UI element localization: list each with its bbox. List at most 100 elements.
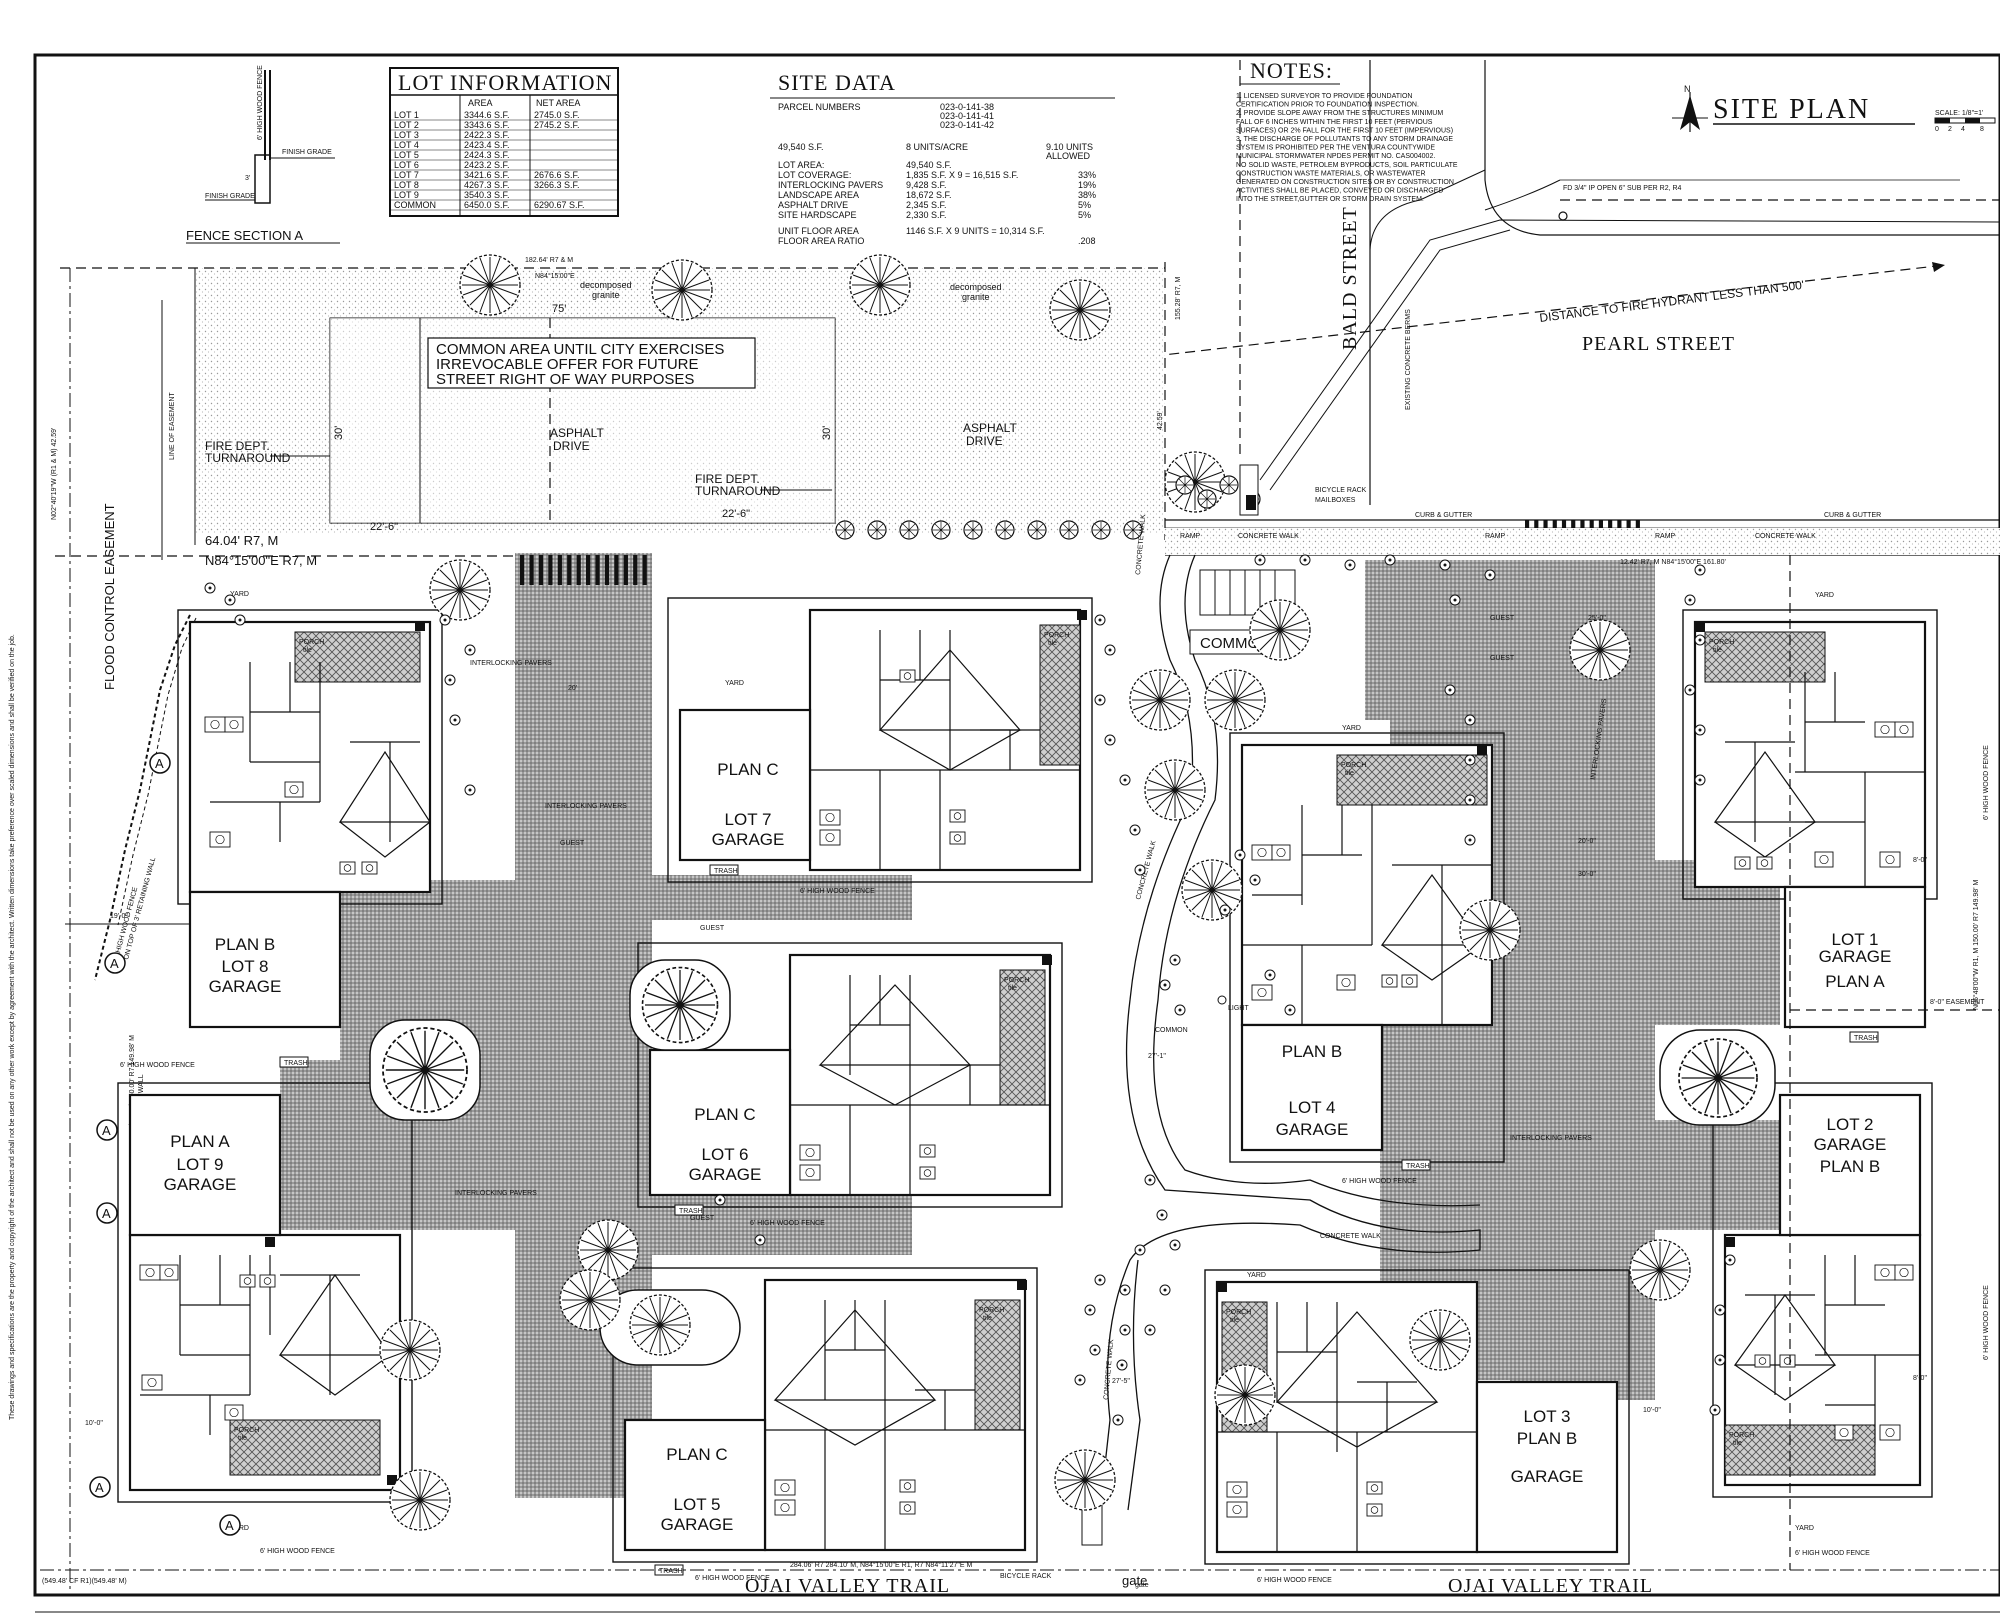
lot-info-cell: 2422.3 S.F. — [464, 130, 510, 140]
lot6-label-plan: GARAGE — [689, 1165, 762, 1184]
svg-text:tile: tile — [303, 647, 312, 654]
svg-text:19'-0": 19'-0" — [110, 913, 128, 920]
svg-text:6' HIGH WOOD FENCE: 6' HIGH WOOD FENCE — [1983, 1285, 1990, 1360]
garage — [648, 1048, 792, 1197]
svg-text:PORCH: PORCH — [1044, 632, 1069, 639]
svg-text:N05°48'00"W R1, M 150.00' R7 1: N05°48'00"W R1, M 150.00' R7 149.98' M — [1972, 880, 1980, 1010]
note-line: 1. LICENSED SURVEYOR TO PROVIDE FOUNDATI… — [1236, 93, 1412, 100]
svg-text:granite: granite — [962, 292, 990, 302]
note-line: ACTIVITIES SHALL BE PLACED, CONVEYED OR … — [1236, 188, 1443, 195]
garage — [128, 1093, 282, 1237]
svg-text:CONCRETE WALK: CONCRETE WALK — [1238, 533, 1299, 540]
svg-text:6' HIGH WOOD FENCE: 6' HIGH WOOD FENCE — [1342, 1178, 1417, 1185]
svg-text:49,540 S.F.: 49,540 S.F. — [906, 160, 952, 170]
svg-text:A: A — [95, 1480, 104, 1495]
svg-text:DRIVE: DRIVE — [966, 434, 1003, 448]
svg-text:10'-0": 10'-0" — [1643, 1407, 1661, 1414]
porch — [1336, 754, 1488, 806]
svg-text:MAILBOXES: MAILBOXES — [1315, 497, 1356, 504]
svg-text:granite: granite — [592, 290, 620, 300]
svg-text:49,540 S.F.: 49,540 S.F. — [778, 142, 824, 152]
svg-text:FINISH GRADE: FINISH GRADE — [205, 193, 255, 200]
svg-text:N84°15'00"E: N84°15'00"E — [535, 272, 575, 280]
svg-text:COMMON AREA UNTIL CITY EXERCIS: COMMON AREA UNTIL CITY EXERCISES — [436, 341, 724, 358]
svg-text:INTERLOCKING PAVERS: INTERLOCKING PAVERS — [1510, 1135, 1592, 1142]
planter-center — [629, 959, 731, 1051]
svg-text:.208: .208 — [1078, 236, 1096, 246]
svg-text:tile: tile — [1008, 985, 1017, 992]
svg-text:8'-0": 8'-0" — [1913, 857, 1927, 864]
svg-text:tile: tile — [983, 1315, 992, 1322]
svg-text:PARCEL NUMBERS: PARCEL NUMBERS — [778, 102, 861, 112]
svg-text:FLOOD CONTROL EASEMENT: FLOOD CONTROL EASEMENT — [102, 503, 117, 690]
svg-text:PORCH: PORCH — [234, 1427, 259, 1434]
note-line: CONSTRUCTION WASTE MATERIALS, OR WASTEWA… — [1236, 170, 1426, 177]
site-plan-title: SITE PLAN — [1713, 94, 1870, 125]
svg-text:5%: 5% — [1078, 200, 1091, 210]
porch — [999, 969, 1046, 1106]
svg-text:25'-0": 25'-0" — [1588, 615, 1606, 622]
central-common-area: CONCRETE WALK CONCRETE WALK CONCRETE WAL… — [1000, 514, 1481, 1589]
lot-info-cell: LOT 8 — [394, 180, 419, 190]
lot9-label-plan: GARAGE — [164, 1175, 237, 1194]
svg-text:LINE OF EASEMENT: LINE OF EASEMENT — [169, 392, 176, 460]
garage — [623, 1418, 767, 1552]
svg-text:SITE DATA: SITE DATA — [778, 70, 896, 95]
garage — [1475, 1380, 1619, 1554]
lot4-label-sub: PLAN B — [1282, 1042, 1342, 1061]
svg-text:9.10 UNITS: 9.10 UNITS — [1046, 142, 1093, 152]
lot-info-cell: 6290.67 S.F. — [534, 200, 585, 210]
site-data-row: LOT AREA: 49,540 S.F. — [778, 160, 952, 170]
svg-text:YARD: YARD — [1342, 725, 1361, 732]
lot6-label-name: LOT 6 — [702, 1145, 749, 1164]
svg-text:LIGHT: LIGHT — [1228, 1005, 1249, 1012]
svg-text:FIRE DEPT.: FIRE DEPT. — [695, 472, 760, 486]
scale-bar: SCALE: 1/8"=1' 0 2 4 8 — [1934, 110, 1996, 133]
svg-text:DRIVE: DRIVE — [553, 439, 590, 453]
lot-info-cell: LOT 9 — [394, 190, 419, 200]
svg-text:TRASH: TRASH — [659, 1568, 683, 1575]
section-marker: A — [149, 752, 171, 774]
guest-label: GUEST — [560, 840, 585, 847]
guest-label: GUEST — [690, 1215, 715, 1222]
lot-info-cell: LOT 2 — [394, 120, 419, 130]
svg-text:9,428 S.F.: 9,428 S.F. — [906, 180, 947, 190]
svg-text:20': 20' — [568, 685, 577, 692]
svg-text:6' HIGH WOOD FENCE: 6' HIGH WOOD FENCE — [120, 1062, 195, 1069]
svg-text:6' HIGH WOOD FENCE: 6' HIGH WOOD FENCE — [257, 65, 264, 140]
note-line: 3. THE DISCHARGE OF POLLUTANTS TO ANY ST… — [1236, 136, 1453, 143]
lot7-label-name: LOT 7 — [725, 810, 772, 829]
lot2-label-sub: GARAGE — [1814, 1135, 1887, 1154]
svg-text:PORCH: PORCH — [979, 1307, 1004, 1314]
svg-text:BICYCLE RACK: BICYCLE RACK — [1315, 487, 1367, 494]
section-marker: A — [104, 952, 126, 974]
note-line: GENERATED ON CONSTRUCTION SITES OR BY CO… — [1236, 179, 1454, 186]
section-marker: A — [89, 1476, 111, 1498]
porch — [229, 1419, 381, 1476]
note-line: NO SOLID WASTE, PETROLEM BYPRODUCTS, SOI… — [1236, 162, 1458, 169]
svg-text:6' HIGH WOOD FENCE: 6' HIGH WOOD FENCE — [1795, 1550, 1870, 1557]
hydrant-note: DISTANCE TO FIRE HYDRANT LESS THAN 500' — [1539, 278, 1805, 325]
svg-text:N84°15'00"E R7, M: N84°15'00"E R7, M — [205, 553, 317, 568]
lot-info-cell: LOT 3 — [394, 130, 419, 140]
svg-text:decomposed: decomposed — [580, 280, 632, 290]
svg-text:tile: tile — [1345, 770, 1354, 777]
lot5-label-plan: GARAGE — [661, 1515, 734, 1534]
svg-text:TURNAROUND: TURNAROUND — [695, 484, 781, 498]
svg-text:A: A — [155, 756, 164, 771]
guest-label: GUEST — [1490, 615, 1515, 622]
svg-text:LOT AREA:: LOT AREA: — [778, 160, 824, 170]
trellis — [1199, 569, 1296, 616]
lot1-label-sub: GARAGE — [1819, 947, 1892, 966]
svg-text:ASPHALT: ASPHALT — [550, 426, 604, 440]
svg-text:PORCH: PORCH — [299, 639, 324, 646]
svg-text:64.04' R7, M: 64.04' R7, M — [205, 533, 278, 548]
svg-text:3': 3' — [245, 175, 250, 182]
svg-text:023-0-141-41: 023-0-141-41 — [940, 111, 994, 121]
note-line: MUNICIPAL STORMWATER NPDES PERMIT NO. CA… — [1236, 153, 1435, 160]
